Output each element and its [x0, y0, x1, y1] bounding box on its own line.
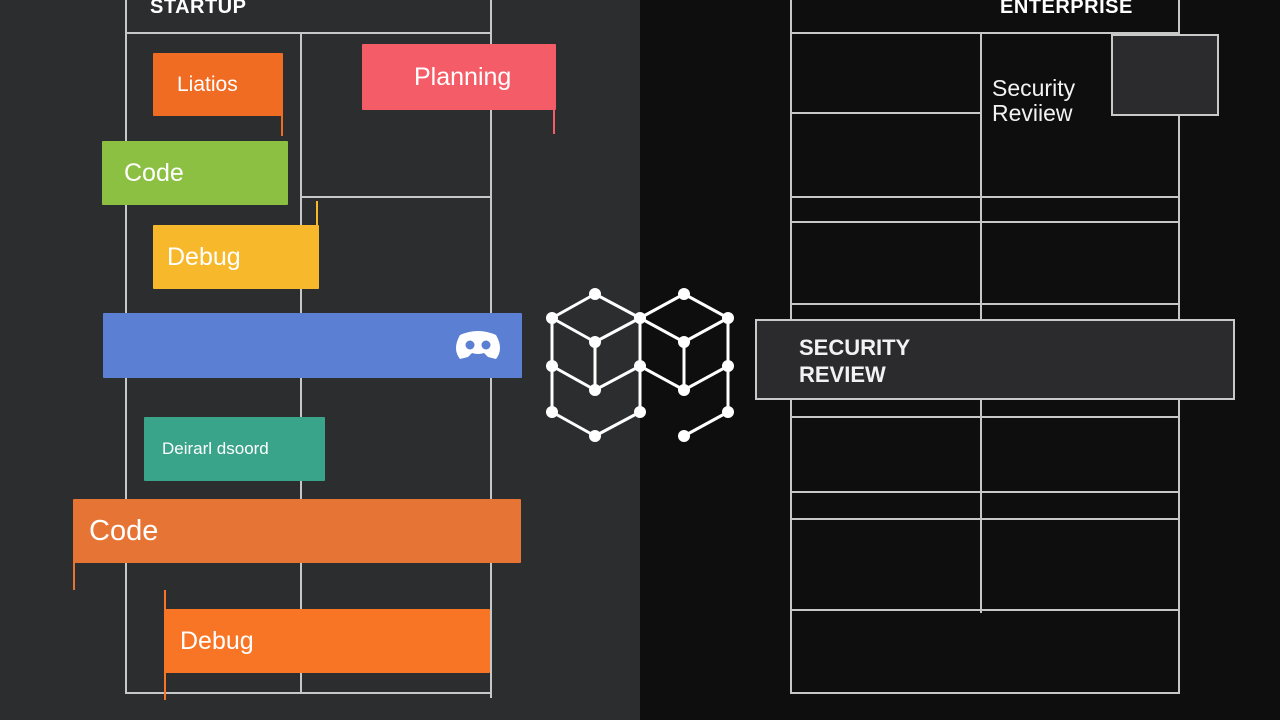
task-bar-debug-2: Debug: [164, 609, 490, 673]
task-tick: [281, 110, 283, 136]
grid-line: [790, 609, 1180, 611]
grid-line: [125, 32, 492, 34]
grid-line: [790, 518, 1180, 520]
security-review-highlight-label: SECURITY REVIEW: [799, 335, 911, 387]
task-tick: [164, 590, 166, 700]
grid-line: [790, 112, 980, 114]
grid-line: [790, 303, 1180, 305]
task-bar-code-2: Code: [73, 499, 521, 563]
grid-line: [790, 692, 1180, 694]
network-graph-icon: [546, 288, 734, 442]
task-bar-discord: [103, 313, 522, 378]
task-label: Debug: [167, 242, 241, 271]
task-bar-deirarl-dsoord: Deirarl dsoord: [144, 417, 325, 481]
grid-line: [790, 196, 1180, 198]
enterprise-panel: ENTERPRISE Security Reviiew SECURITY REV…: [640, 0, 1280, 720]
grid-line: [790, 416, 1180, 418]
task-label: Deirarl dsoord: [162, 439, 269, 458]
top-right-cell: [1111, 34, 1219, 116]
grid-line: [300, 196, 492, 198]
grid-line: [125, 692, 492, 694]
grid-line: [790, 491, 1180, 493]
grid-line: [790, 221, 1180, 223]
task-label: Code: [89, 514, 159, 547]
task-bar-debug: Debug: [153, 225, 319, 289]
startup-heading: STARTUP: [150, 0, 247, 18]
grid-line: [790, 32, 1180, 34]
security-review-label: Security Reviiew: [992, 75, 1076, 126]
task-bar-code: Code: [102, 141, 288, 205]
task-label: Debug: [180, 626, 254, 655]
task-tick: [553, 104, 555, 134]
task-tick: [73, 556, 75, 590]
task-bar-liatios: Liatios: [153, 53, 283, 116]
task-label: Liatios: [177, 72, 238, 96]
task-label: Code: [124, 158, 184, 187]
task-bar-planning: Planning: [362, 44, 556, 110]
security-review-highlight: [755, 319, 1235, 400]
discord-controller-icon: [456, 331, 500, 359]
task-label: Planning: [414, 62, 512, 91]
enterprise-heading: ENTERPRISE: [1000, 0, 1133, 18]
startup-panel: STARTUP Liatios Planning Code Debug Deir…: [0, 0, 640, 720]
task-tick: [316, 201, 318, 231]
